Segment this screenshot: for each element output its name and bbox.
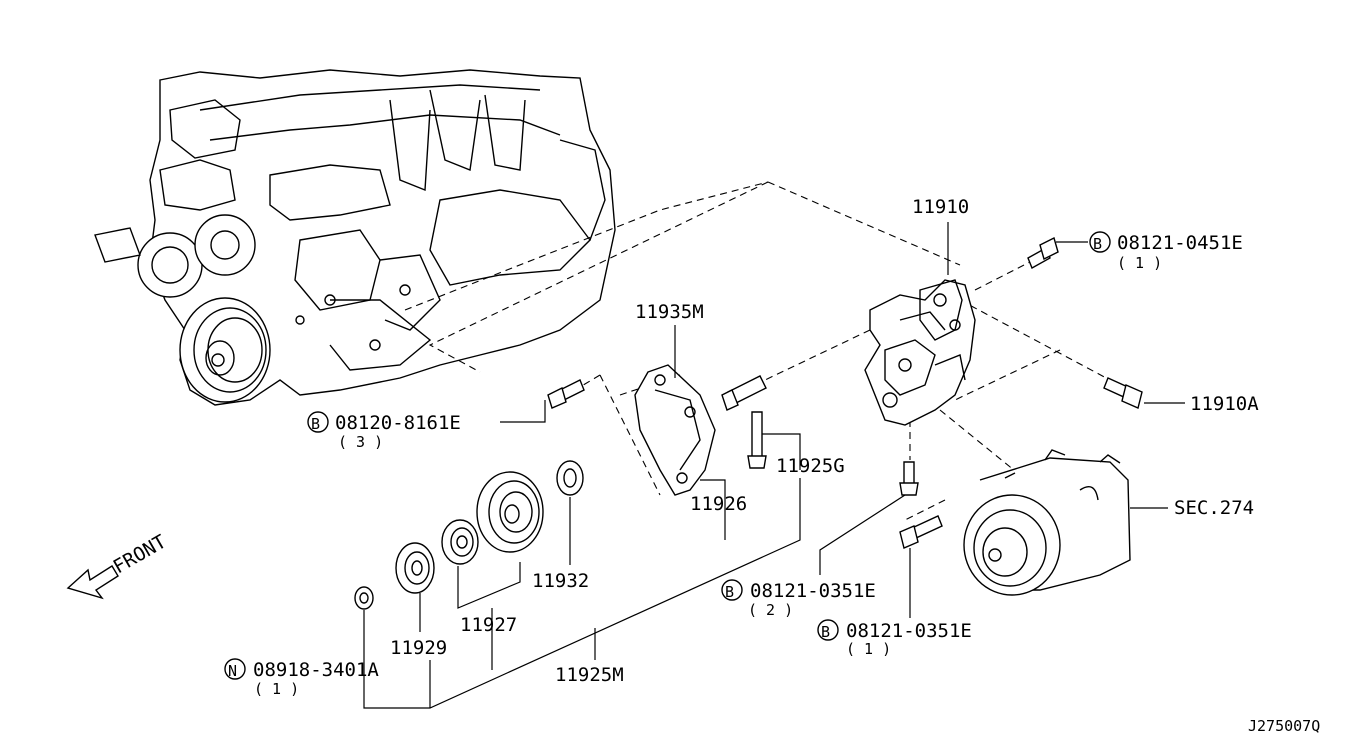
label-11925g: 11925G (776, 455, 845, 477)
marker-n-nut: N (228, 662, 237, 680)
label-08918-3401a-qty: ( 1 ) (254, 680, 299, 698)
front-label: FRONT (110, 531, 171, 579)
marker-b-bottom: B (821, 623, 830, 641)
bolt-11910a (1103, 377, 1143, 409)
bracket-11935m (634, 364, 716, 496)
label-11927: 11927 (460, 614, 517, 636)
label-11932: 11932 (532, 570, 589, 592)
pulley-large (476, 471, 544, 553)
label-08120-8161e: 08120-8161E (335, 412, 461, 434)
bolt-08121-0351e-lower (899, 515, 943, 549)
marker-b-left: B (311, 415, 320, 433)
bolt-11926 (721, 375, 767, 411)
part-labels: 11910 08121-0451E ( 1 ) 11910A 11935M 08… (253, 196, 1320, 735)
front-arrow: FRONT (66, 531, 171, 600)
label-08121-0351e-upper: 08121-0351E (750, 580, 876, 602)
pulley-parts (354, 460, 584, 610)
diagram-code: J275007Q (1248, 717, 1320, 735)
nut-08918-3401a (354, 586, 374, 610)
spacer-11932 (556, 460, 584, 496)
label-08120-8161e-qty: ( 3 ) (338, 433, 383, 451)
compressor (963, 449, 1131, 596)
bearing (441, 519, 479, 565)
bolt-08121-0351e-upper (899, 461, 919, 496)
pulley-small-11929 (395, 542, 435, 594)
label-08121-0351e-lower: 08121-0351E (846, 620, 972, 642)
label-08121-0451e: 08121-0451E (1117, 232, 1243, 254)
label-11935m: 11935M (635, 301, 704, 323)
bracket-11910 (864, 279, 976, 426)
engine-illustration (94, 69, 616, 406)
label-08121-0451e-qty: ( 1 ) (1117, 254, 1162, 272)
label-11926: 11926 (690, 493, 747, 515)
label-11910a: 11910A (1190, 393, 1259, 415)
label-11925m: 11925M (555, 664, 624, 686)
marker-b-top-right: B (1093, 235, 1102, 253)
markers: B B B B N (224, 231, 1111, 680)
bolts (547, 236, 1143, 549)
assembly-guides (404, 181, 1111, 521)
label-sec-274: SEC.274 (1174, 497, 1254, 519)
bolt-08121-0451e (1027, 236, 1059, 269)
label-08121-0351e-lower-qty: ( 1 ) (846, 640, 891, 658)
label-11910: 11910 (912, 196, 969, 218)
bolt-08120-8161e (547, 379, 585, 409)
leader-lines (363, 222, 1185, 709)
label-08121-0351e-upper-qty: ( 2 ) (748, 601, 793, 619)
label-11929: 11929 (390, 637, 447, 659)
bolt-11925g (747, 411, 767, 469)
label-08918-3401a: 08918-3401A (253, 659, 379, 681)
marker-b-lower: B (725, 583, 734, 601)
